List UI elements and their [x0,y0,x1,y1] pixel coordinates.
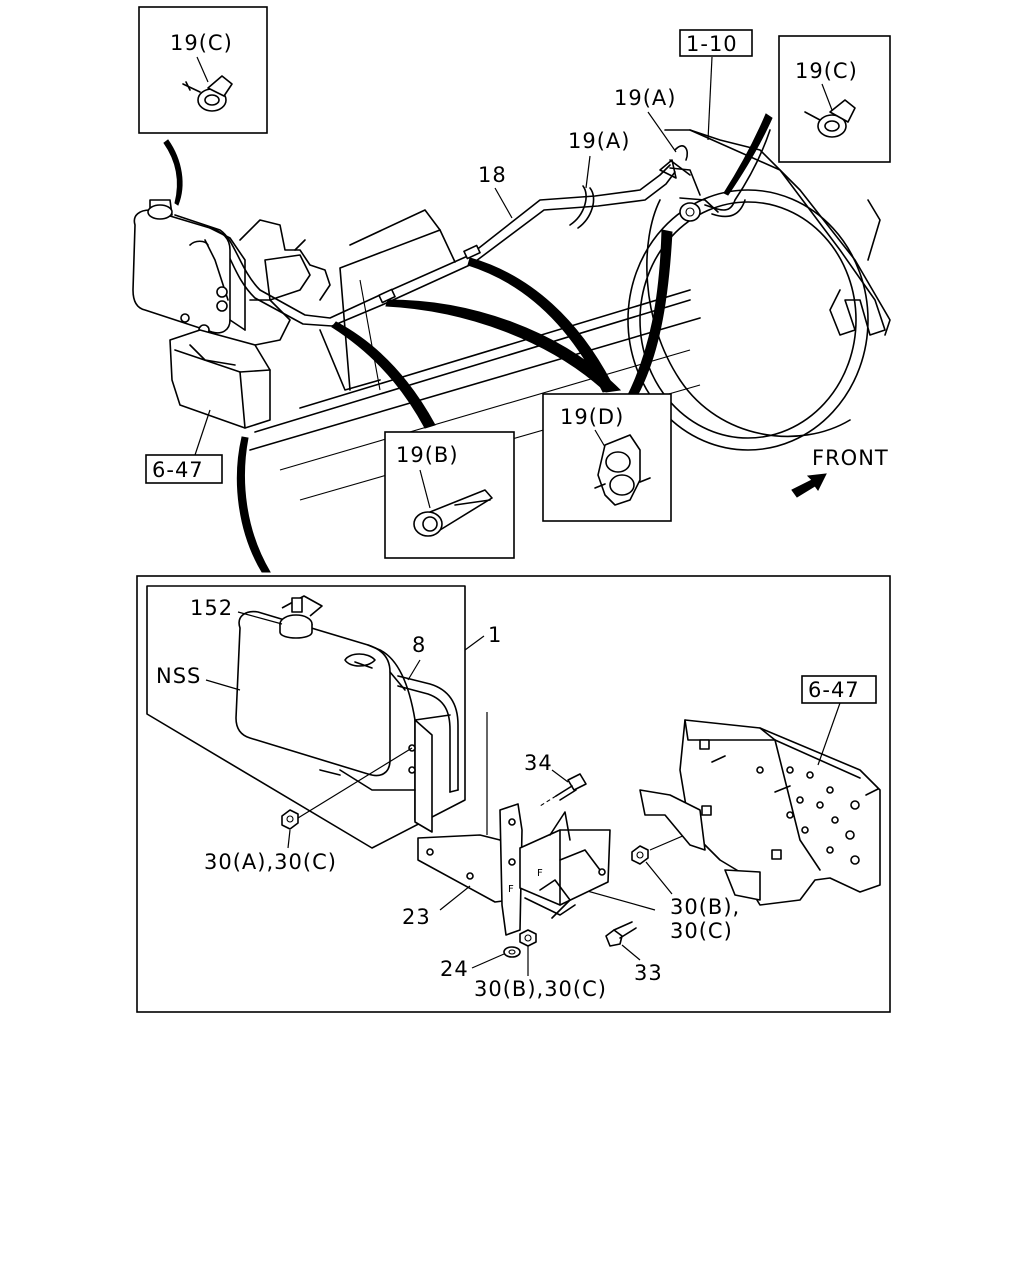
svg-text:F: F [537,868,543,879]
label-nss: NSS [156,664,201,688]
ref-6-47-top-label: 6-47 [152,458,204,482]
bracket-23: F F [417,803,611,936]
detail-view: F F [136,575,891,1013]
inset-clamp-b: 19(B) [384,431,515,559]
front-label: FRONT [812,446,889,470]
inset-clamp-d: 19(D) [542,393,672,522]
assembly-view: FRONT 1-10 6-47 18 19(A) 19(A) [132,6,891,573]
leader-swooshes [163,113,773,573]
front-arrow-icon [791,473,827,498]
detail-reserve-tank [235,610,451,833]
label-30b-right-2: 30(C) [670,919,733,943]
nut-30a [281,809,299,830]
ref-6-47-detail [801,675,877,704]
callout-18-label: 18 [478,163,507,187]
callout-19a-lower: 19(A) [568,129,630,189]
inset-clamp-c-left-label: 19(C) [170,31,233,55]
hose-8 [397,675,459,793]
ref-6-47-top: 6-47 [145,409,223,484]
cap-152 [279,595,323,639]
label-24: 24 [440,957,469,981]
washer-24 [503,946,521,958]
label-152: 152 [190,596,233,620]
label-34: 34 [524,751,553,775]
label-33: 33 [634,961,663,985]
inset-clamp-c-right: 19(C) [778,35,891,163]
label-1: 1 [488,623,502,647]
svg-text:F: F [508,884,514,895]
inset-clamp-b-label: 19(B) [396,443,459,467]
ref-1-10: 1-10 [679,29,753,141]
callout-19a-lower-label: 19(A) [568,129,630,153]
label-8: 8 [412,633,426,657]
fan-shroud [627,129,891,451]
nut-30b-bottom [519,929,537,947]
hose-clamps [378,145,691,304]
nut-30b-right [631,845,649,865]
label-30b-right-1: 30(B), [670,895,740,919]
label-30b-30c-bottom: 30(B),30(C) [474,977,607,1001]
front-indicator: FRONT [791,446,889,498]
inset-clamp-c-left: 19(C) [138,6,268,134]
align-line-1 [297,747,413,819]
callout-19a-upper: 19(A) [614,86,677,153]
callout-18: 18 [478,163,513,219]
bolt-34 [539,773,587,807]
label-23: 23 [402,905,431,929]
ref-6-47-detail-label: 6-47 [808,678,860,702]
chassis-bracket-6-47 [639,719,881,906]
ref-1-10-label: 1-10 [686,32,738,56]
inset-clamp-d-label: 19(D) [560,405,624,429]
callout-19a-upper-label: 19(A) [614,86,676,110]
label-30a-30c: 30(A),30(C) [204,850,337,874]
bolt-33 [605,921,637,947]
inset-clamp-c-right-label: 19(C) [795,59,858,83]
tank-bracket [169,219,331,429]
reserve-tank [132,199,246,336]
